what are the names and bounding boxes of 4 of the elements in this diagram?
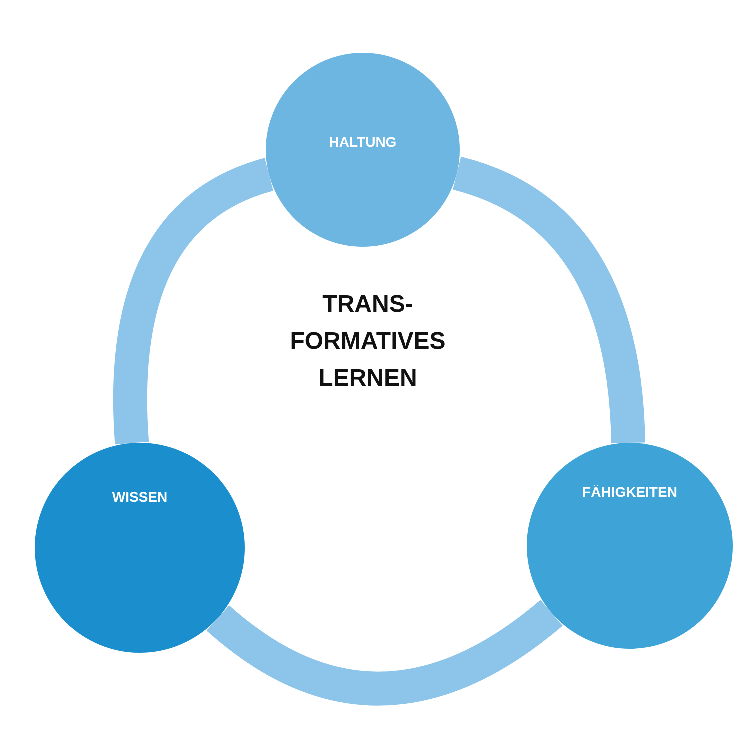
topic-label: HALTUNG [328, 134, 398, 150]
topic-label: WISSEN [111, 489, 169, 505]
topic-label: FÄHIGKEITEN [582, 484, 678, 500]
center-title: TRANS- FORMATIVES LERNEN [289, 290, 447, 394]
